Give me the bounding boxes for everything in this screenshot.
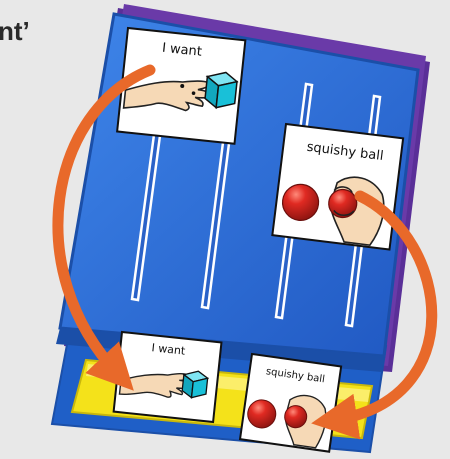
card-i-want-top[interactable]: I want — [117, 28, 245, 144]
card-squishy-ball-top[interactable]: squishy ball — [272, 124, 403, 250]
card-i-want-strip[interactable]: I want — [114, 332, 222, 422]
card-squishy-ball-strip[interactable]: squishy ball — [240, 354, 341, 452]
